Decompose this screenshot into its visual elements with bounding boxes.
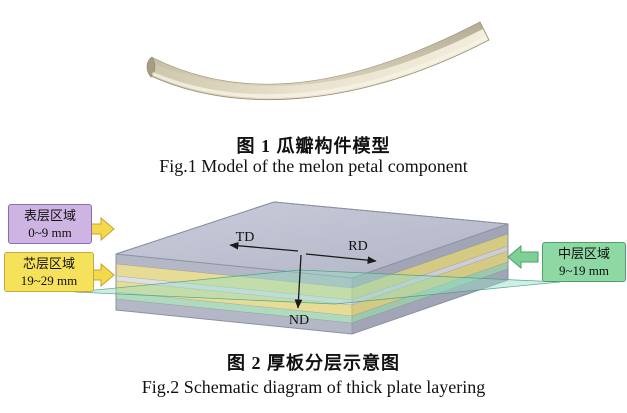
middle-region-name: 中层区域 <box>557 246 610 261</box>
petal-rim-highlight <box>152 36 487 98</box>
plate-side-layers <box>351 223 509 335</box>
core-region-name: 芯层区域 <box>22 256 75 271</box>
figure-1-caption-zh: 图 1 瓜瓣构件模型 <box>236 136 391 156</box>
figure-1-caption-en: Fig.1 Model of the melon petal component <box>159 156 468 176</box>
surface-region-range: 0~9 mm <box>28 225 72 240</box>
melon-petal-illustration <box>146 21 490 101</box>
rd-axis-arrow <box>305 253 377 265</box>
middle-region-arrow <box>507 244 539 270</box>
nd-axis-arrow <box>294 254 303 309</box>
slice-plane <box>74 269 561 305</box>
td-axis-label: TD <box>236 230 255 245</box>
petal-inner-shade <box>153 22 483 86</box>
rd-axis-label: RD <box>348 239 367 254</box>
middle-region-label: 中层区域 9~19 mm <box>542 242 626 282</box>
thick-plate-diagram: TD RD ND <box>74 201 561 335</box>
petal-body <box>150 21 490 101</box>
figure-2-caption-en: Fig.2 Schematic diagram of thick plate l… <box>141 377 486 397</box>
plate-outline <box>115 201 509 335</box>
nd-axis-label: ND <box>289 313 309 328</box>
td-axis-arrow <box>229 241 299 252</box>
surface-region-label: 表层区域 0~9 mm <box>8 204 92 244</box>
core-region-range: 19~29 mm <box>20 273 78 288</box>
middle-region-range: 9~19 mm <box>558 263 609 278</box>
axes: TD RD ND <box>229 230 377 328</box>
surface-region-name: 表层区域 <box>23 208 76 223</box>
figure-2-caption-zh: 图 2 厚板分层示意图 <box>227 353 400 373</box>
petal-left-tip <box>146 56 156 78</box>
core-region-label: 芯层区域 19~29 mm <box>4 252 94 292</box>
